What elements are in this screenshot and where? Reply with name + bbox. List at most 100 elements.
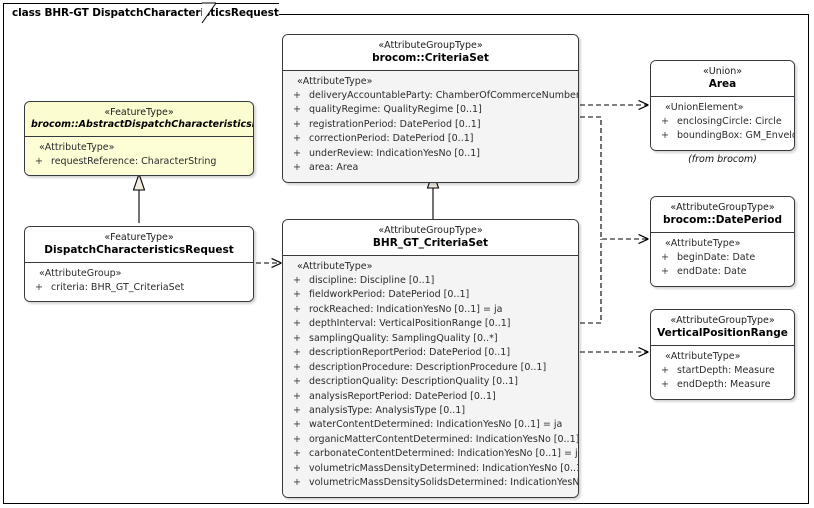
class-name: Area xyxy=(708,77,737,90)
visibility-marker: + xyxy=(293,147,301,159)
attribute-signature: underReview: IndicationYesNo [0..1] xyxy=(309,147,480,159)
visibility-marker: + xyxy=(293,462,301,474)
attribute-row: + criteria: BHR_GT_CriteriaSet xyxy=(29,281,249,295)
class-name: brocom::CriteriaSet xyxy=(372,51,489,64)
diagram-frame-tab: class BHR-GT DispatchCharacteristicsRequ… xyxy=(3,3,279,22)
attribute-row: + carbonateContentDetermined: Indication… xyxy=(287,447,578,461)
visibility-marker: + xyxy=(293,390,301,402)
visibility-marker: + xyxy=(293,318,301,330)
class-divider xyxy=(25,135,253,137)
visibility-marker: + xyxy=(661,379,669,391)
class-attributes-bhr-gt-criteriaset: «AttributeType» + discipline: Discipline… xyxy=(283,256,578,497)
class-header-bhr-gt-criteriaset: «AttributeGroupType» BHR_GT_CriteriaSet xyxy=(283,220,578,255)
attribute-row: + volumetricMassDensityDetermined: Indic… xyxy=(287,462,578,476)
visibility-marker: + xyxy=(293,376,301,388)
attribute-row: + enclosingCircle: Circle xyxy=(655,115,790,129)
class-header-brocom-criteriaset: «AttributeGroupType» brocom::CriteriaSet xyxy=(283,35,578,70)
visibility-marker: + xyxy=(661,266,669,278)
class-box-bhr-gt-criteriaset[interactable]: «AttributeGroupType» BHR_GT_CriteriaSet … xyxy=(282,219,579,498)
class-attributes-brocom-criteriaset: «AttributeType» + deliveryAccountablePar… xyxy=(283,71,578,182)
class-stereotype: «FeatureType» xyxy=(104,232,174,243)
visibility-marker: + xyxy=(293,361,301,373)
visibility-marker: + xyxy=(293,162,301,174)
attribute-row: + waterContentDetermined: IndicationYesN… xyxy=(287,418,574,432)
attribute-row: + depthInterval: VerticalPositionRange [… xyxy=(287,317,574,331)
visibility-marker: + xyxy=(293,133,301,145)
class-stereotype: «AttributeGroupType» xyxy=(378,40,483,51)
attribute-group-label: «AttributeType» xyxy=(665,351,741,362)
class-header-area: «Union» Area xyxy=(651,61,794,96)
attribute-row: + deliveryAccountableParty: ChamberOfCom… xyxy=(287,89,578,103)
attribute-row: + beginDate: Date xyxy=(655,251,790,265)
attribute-row: + analysisType: AnalysisType [0..1] xyxy=(287,404,574,418)
visibility-marker: + xyxy=(293,303,301,315)
attribute-signature: volumetricMassDensitySolidsDetermined: I… xyxy=(309,477,579,489)
attribute-signature: rockReached: IndicationYesNo [0..1] = ja xyxy=(309,303,503,315)
class-divider xyxy=(25,262,253,263)
attribute-signature: descriptionQuality: DescriptionQuality [… xyxy=(309,376,518,388)
diagram-frame xyxy=(3,14,809,504)
attribute-signature: depthInterval: VerticalPositionRange [0.… xyxy=(309,318,511,330)
attribute-signature: analysisReportPeriod: DatePeriod [0..1] xyxy=(309,390,496,402)
attribute-signature: enclosingCircle: Circle xyxy=(677,116,782,127)
attribute-signature: registrationPeriod: DatePeriod [0..1] xyxy=(309,118,481,130)
attribute-row: + volumetricMassDensitySolidsDetermined:… xyxy=(287,476,578,490)
attribute-signature: criteria: BHR_GT_CriteriaSet xyxy=(51,282,185,293)
attribute-row: + registrationPeriod: DatePeriod [0..1] xyxy=(287,118,574,132)
class-name: brocom::DatePeriod xyxy=(663,213,782,226)
attribute-row: + rockReached: IndicationYesNo [0..1] = … xyxy=(287,303,574,317)
attribute-group-label: «AttributeType» xyxy=(39,141,115,153)
class-box-area[interactable]: «Union» Area «UnionElement» + enclosingC… xyxy=(650,60,795,151)
attribute-row: + descriptionQuality: DescriptionQuality… xyxy=(287,375,574,389)
class-divider xyxy=(651,345,794,346)
visibility-marker: + xyxy=(293,433,301,445)
visibility-marker: + xyxy=(293,404,301,416)
class-box-vertical-position-range[interactable]: «AttributeGroupType» VerticalPositionRan… xyxy=(650,309,795,400)
class-name: VerticalPositionRange xyxy=(657,326,788,339)
visibility-marker: + xyxy=(293,332,301,344)
class-stereotype: «Union» xyxy=(702,66,743,77)
class-box-dispatch-request[interactable]: «FeatureType» DispatchCharacteristicsReq… xyxy=(24,226,254,303)
class-stereotype: «AttributeGroupType» xyxy=(670,315,775,326)
class-stereotype: «FeatureType» xyxy=(104,107,174,118)
attribute-row: + descriptionProcedure: DescriptionProce… xyxy=(287,361,574,375)
attribute-signature: deliveryAccountableParty: ChamberOfComme… xyxy=(309,90,579,101)
attribute-group-label: «AttributeGroup» xyxy=(39,268,122,279)
attribute-signature: endDate: Date xyxy=(677,266,747,278)
visibility-marker: + xyxy=(293,419,301,431)
visibility-marker: + xyxy=(293,448,301,460)
attribute-signature: correctionPeriod: DatePeriod [0..1] xyxy=(309,133,474,145)
class-attributes-vertical-position-range: «AttributeType» + startDepth: Measure + … xyxy=(651,346,794,399)
attribute-row: + discipline: Discipline [0..1] xyxy=(287,274,574,288)
attribute-row: + analysisReportPeriod: DatePeriod [0..1… xyxy=(287,390,574,404)
class-divider xyxy=(651,232,794,233)
attribute-signature: discipline: Discipline [0..1] xyxy=(309,275,435,286)
class-stereotype: «AttributeGroupType» xyxy=(378,225,483,236)
visibility-marker: + xyxy=(35,155,43,167)
class-attributes-dispatch-request: «AttributeGroup» + criteria: BHR_GT_Crit… xyxy=(25,263,253,302)
attribute-group-label: «UnionElement» xyxy=(665,102,744,113)
attribute-row: + samplingQuality: SamplingQuality [0..*… xyxy=(287,332,574,346)
class-box-abstract-dispatch-request[interactable]: «FeatureType» brocom::AbstractDispatchCh… xyxy=(24,101,254,177)
attribute-row: + underReview: IndicationYesNo [0..1] xyxy=(287,147,574,161)
attribute-signature: volumetricMassDensityDetermined: Indicat… xyxy=(309,462,579,474)
attribute-row: + endDepth: Measure xyxy=(655,378,790,392)
visibility-marker: + xyxy=(661,116,669,127)
visibility-marker: + xyxy=(661,130,669,142)
class-divider xyxy=(651,96,794,97)
visibility-marker: + xyxy=(293,118,301,130)
attribute-row: + correctionPeriod: DatePeriod [0..1] xyxy=(287,132,574,146)
attribute-signature: descriptionReportPeriod: DatePeriod [0..… xyxy=(309,347,511,359)
attribute-row: + boundingBox: GM_Envelope xyxy=(655,129,794,143)
class-header-vertical-position-range: «AttributeGroupType» VerticalPositionRan… xyxy=(651,310,794,345)
class-header-date-period: «AttributeGroupType» brocom::DatePeriod xyxy=(651,197,794,232)
class-box-date-period[interactable]: «AttributeGroupType» brocom::DatePeriod … xyxy=(650,196,795,287)
class-divider xyxy=(283,70,578,71)
visibility-marker: + xyxy=(293,289,301,301)
attribute-signature: waterContentDetermined: IndicationYesNo … xyxy=(309,419,563,431)
class-name: BHR_GT_CriteriaSet xyxy=(372,236,489,249)
attribute-row: + descriptionReportPeriod: DatePeriod [0… xyxy=(287,346,574,360)
attribute-row: + endDate: Date xyxy=(655,265,790,279)
class-box-brocom-criteriaset[interactable]: «AttributeGroupType» brocom::CriteriaSet… xyxy=(282,34,579,183)
attribute-signature: organicMatterContentDetermined: Indicati… xyxy=(309,433,579,445)
